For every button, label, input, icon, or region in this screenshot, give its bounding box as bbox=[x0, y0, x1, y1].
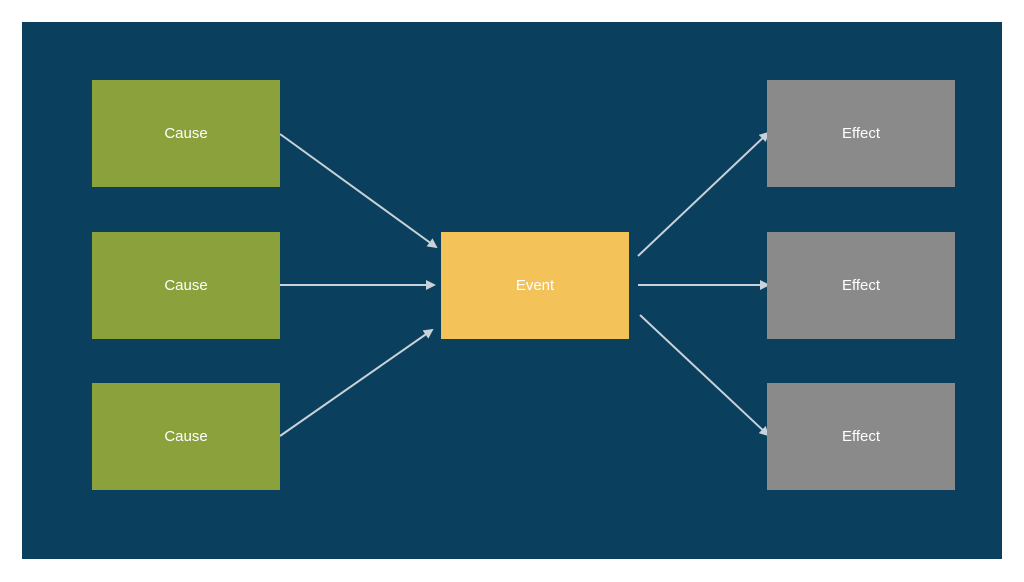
arrow-event-to-effect-3 bbox=[639, 314, 770, 437]
cause-box-2: Cause bbox=[92, 232, 280, 339]
effect-label-1: Effect bbox=[841, 125, 881, 142]
effect-label-2: Effect bbox=[841, 277, 881, 294]
effect-box-1: Effect bbox=[767, 80, 955, 187]
cause-label-1: Cause bbox=[164, 125, 208, 142]
cause-label-2: Cause bbox=[164, 277, 208, 294]
effect-box-3: Effect bbox=[767, 383, 955, 490]
effect-label-3: Effect bbox=[841, 428, 881, 445]
diagram-canvas: Cause Cause Cause Event Effect Effect Ef… bbox=[22, 22, 1002, 559]
cause-box-1: Cause bbox=[92, 80, 280, 187]
cause-label-3: Cause bbox=[164, 428, 208, 445]
event-label: Event bbox=[515, 277, 555, 294]
event-box: Event bbox=[441, 232, 629, 339]
arrow-cause-1-to-event bbox=[279, 133, 438, 249]
arrow-cause-3-to-event bbox=[279, 328, 434, 437]
arrow-event-to-effect-1 bbox=[637, 131, 770, 257]
cause-box-3: Cause bbox=[92, 383, 280, 490]
effect-box-2: Effect bbox=[767, 232, 955, 339]
